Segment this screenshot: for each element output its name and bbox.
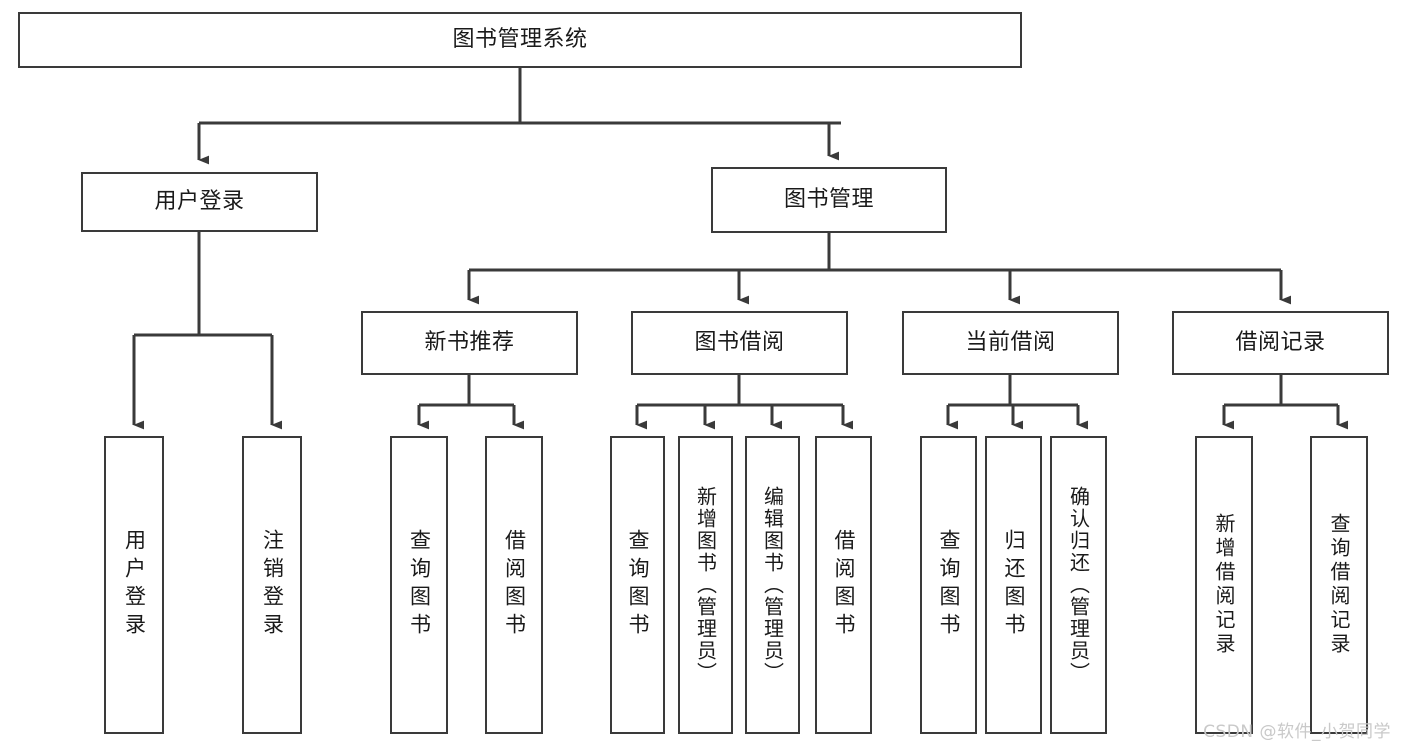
node-label: 借阅记录 [1235,330,1326,356]
node-label: 新增借阅记录 [1212,513,1236,657]
node-book-borrow[interactable]: 图书借阅 [631,311,848,375]
leaf-borrow-record-1[interactable]: 新增借阅记录 [1195,436,1253,734]
node-current-borrow[interactable]: 当前借阅 [902,311,1119,375]
node-borrow-record[interactable]: 借阅记录 [1172,311,1389,375]
node-label: 查询借阅记录 [1327,513,1351,657]
node-label: 图书管理系统 [452,27,588,53]
leaf-book-borrow-2[interactable]: 新增图书（管理员） [678,436,733,734]
leaf-current-borrow-3[interactable]: 确认归还（管理员） [1050,436,1107,734]
node-label: 确认归还（管理员） [1066,486,1091,684]
node-label: 当前借阅 [965,330,1056,356]
leaf-current-borrow-2[interactable]: 归还图书 [985,436,1042,734]
node-label: 查询图书 [937,529,961,641]
node-label: 归还图书 [1002,529,1026,641]
leaf-current-borrow-1[interactable]: 查询图书 [920,436,977,734]
leaf-new-book-2[interactable]: 借阅图书 [485,436,543,734]
node-label: 新增图书（管理员） [693,486,718,684]
node-user-login[interactable]: 用户登录 [81,172,318,232]
leaf-borrow-record-2[interactable]: 查询借阅记录 [1310,436,1368,734]
node-label: 图书管理 [783,187,874,213]
leaf-book-borrow-3[interactable]: 编辑图书（管理员） [745,436,800,734]
node-label: 用户登录 [122,529,147,641]
node-label: 注销登录 [260,529,285,641]
node-label: 新书推荐 [424,330,515,356]
node-new-book-recommend[interactable]: 新书推荐 [361,311,578,375]
node-label: 借阅图书 [502,529,527,641]
node-label: 借阅图书 [832,529,856,641]
node-label: 图书借阅 [694,330,785,356]
node-label: 查询图书 [407,529,432,641]
leaf-book-borrow-1[interactable]: 查询图书 [610,436,665,734]
node-label: 编辑图书（管理员） [760,486,785,684]
node-label: 用户登录 [154,189,245,215]
leaf-user-login-2[interactable]: 注销登录 [242,436,302,734]
leaf-user-login-1[interactable]: 用户登录 [104,436,164,734]
node-root-system[interactable]: 图书管理系统 [18,12,1022,68]
node-book-management[interactable]: 图书管理 [711,167,947,233]
leaf-new-book-1[interactable]: 查询图书 [390,436,448,734]
leaf-book-borrow-4[interactable]: 借阅图书 [815,436,872,734]
node-label: 查询图书 [626,529,650,641]
